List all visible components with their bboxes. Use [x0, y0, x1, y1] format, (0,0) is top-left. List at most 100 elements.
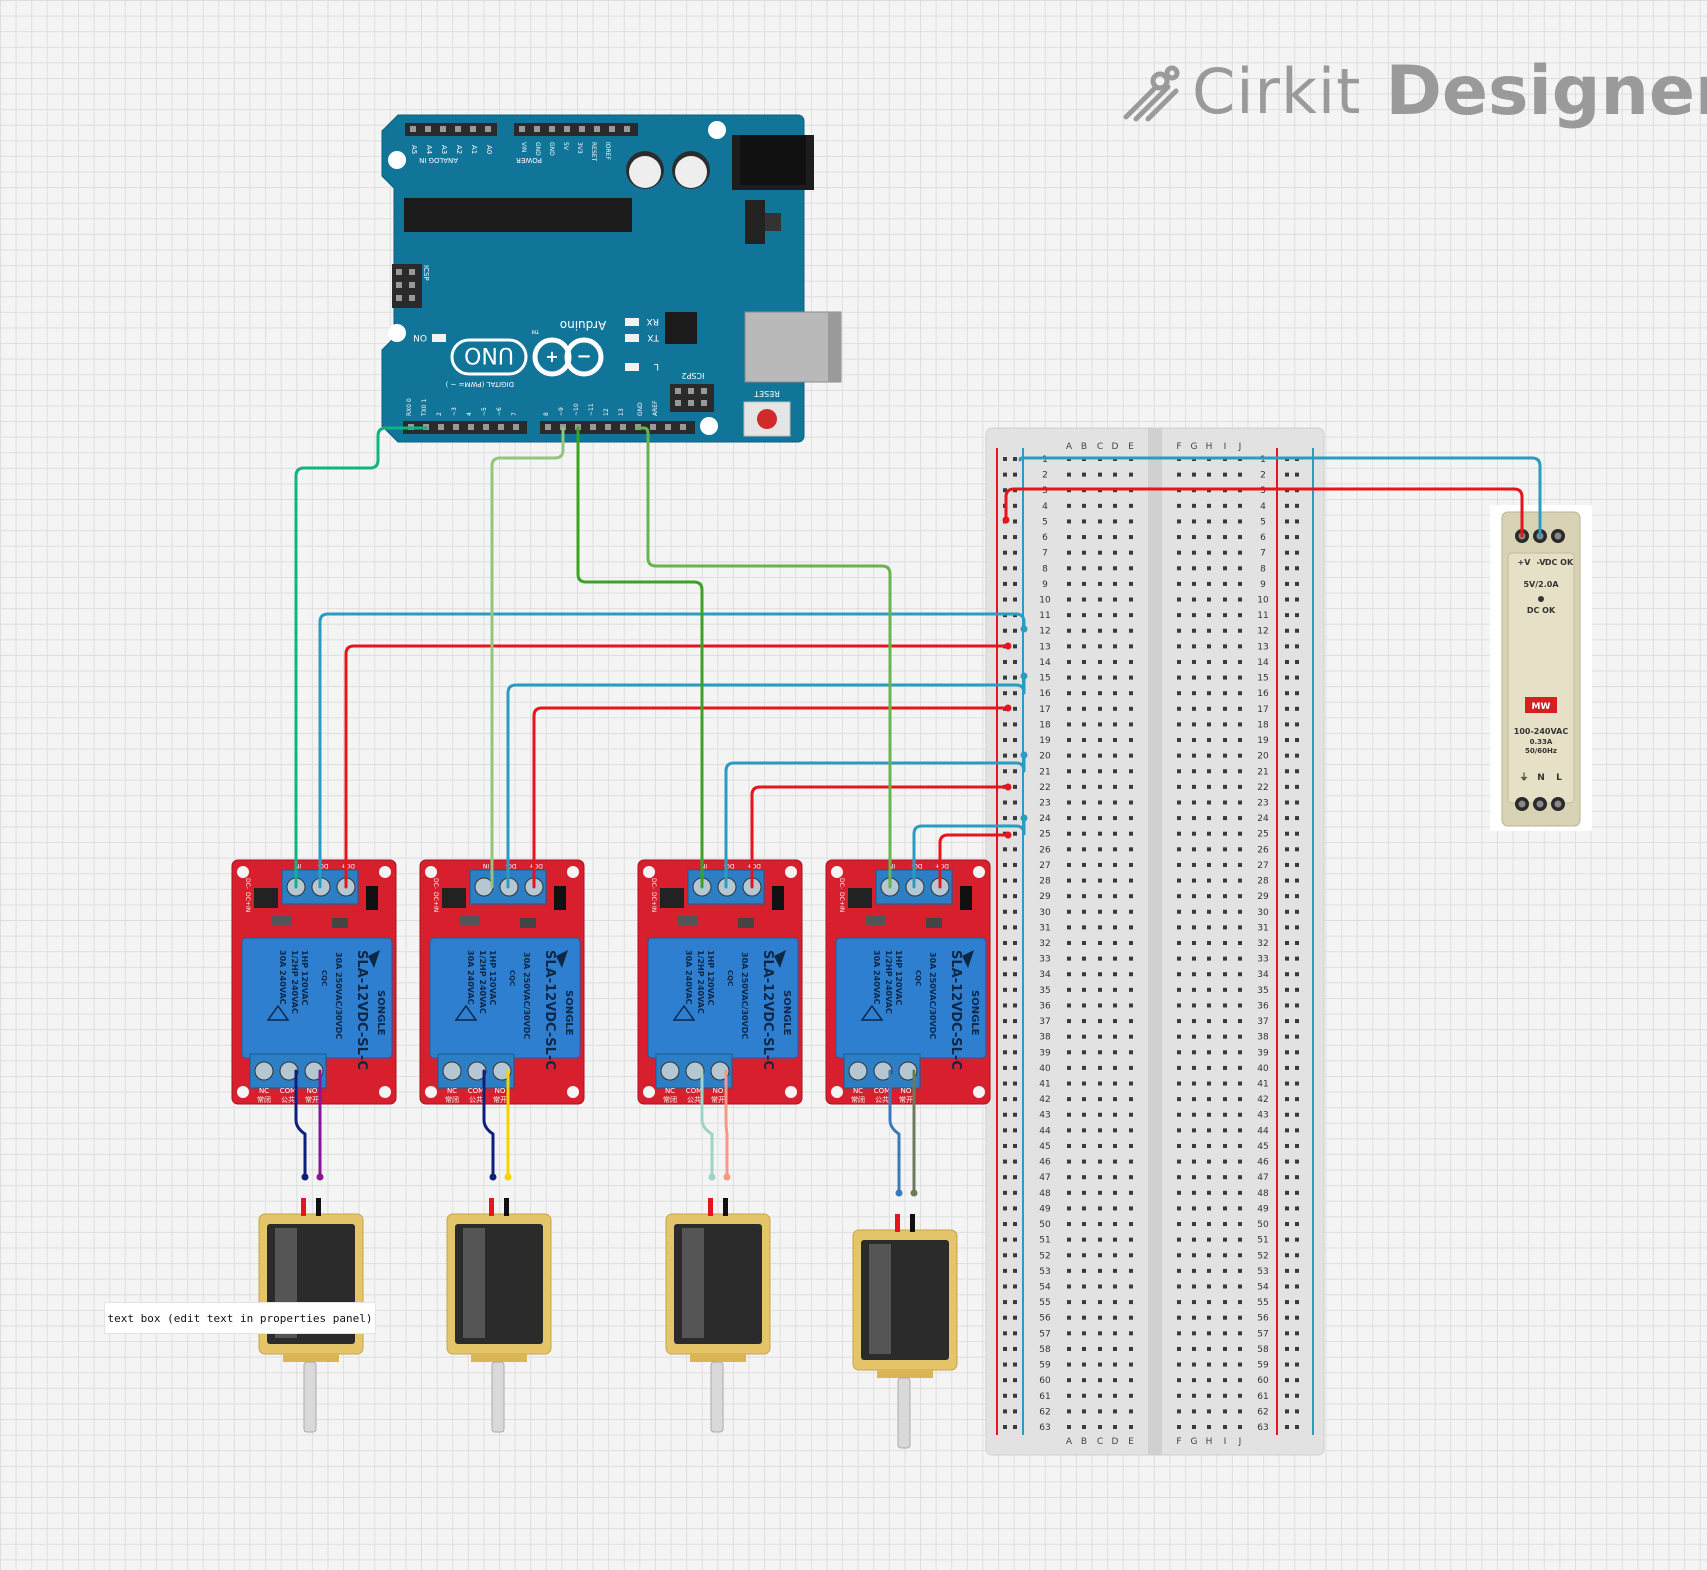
breadboard-hole [1067, 1175, 1071, 1180]
breadboard-hole [1192, 1378, 1196, 1383]
breadboard-hole [1113, 941, 1117, 945]
rail-hole [1295, 1190, 1299, 1195]
breadboard-hole [1177, 816, 1181, 821]
breadboard-hole [1082, 784, 1086, 789]
breadboard-hole [1207, 581, 1211, 586]
breadboard-hole [1067, 1253, 1071, 1258]
rail-hole [1013, 738, 1017, 743]
atmega-chip [404, 198, 632, 232]
relay-bottom-cn: 常开 [899, 1095, 913, 1104]
solenoid-lead-black [316, 1198, 321, 1216]
row-label-left: 34 [1039, 970, 1051, 980]
relay-pin-label: DC+ [935, 862, 949, 869]
breadboard-hole [1082, 675, 1086, 680]
row-label-left: 21 [1039, 767, 1050, 777]
breadboard-hole [1067, 987, 1071, 992]
breadboard-hole [1238, 1331, 1242, 1336]
breadboard-hole [1207, 831, 1211, 836]
breadboard-hole [1113, 581, 1117, 586]
breadboard-hole [1192, 691, 1196, 696]
row-label-left: 41 [1039, 1080, 1050, 1090]
breadboard-hole [1177, 847, 1181, 852]
rail-hole [1003, 847, 1007, 852]
power-pin-label: GND [548, 142, 555, 156]
breadboard-hole [1177, 1097, 1181, 1102]
brand-name-bold: Designer [1385, 52, 1707, 131]
breadboard-hole [1113, 566, 1117, 571]
rail-hole [1295, 909, 1299, 914]
solenoid-plunger [491, 1361, 505, 1433]
breadboard-hole [1129, 1050, 1133, 1055]
row-label-left: 37 [1039, 1017, 1050, 1027]
breadboard-hole [1192, 1175, 1196, 1180]
songle-logo-icon [774, 950, 786, 968]
rail-hole [1013, 1050, 1017, 1055]
relay-side-component [366, 886, 378, 910]
breadboard-hole [1098, 1346, 1102, 1351]
row-label-left: 15 [1039, 674, 1050, 684]
breadboard-hole [1223, 628, 1227, 633]
rail-hole [1003, 1159, 1007, 1164]
row-label-right: 30 [1257, 908, 1269, 918]
row-label-left: 9 [1042, 580, 1048, 590]
breadboard-hole [1113, 738, 1117, 743]
breadboard-hole [1113, 925, 1117, 930]
breadboard-hole [1067, 535, 1071, 540]
rail-hole [1003, 1315, 1007, 1320]
row-label-right: 18 [1257, 720, 1269, 730]
rail-hole [1013, 1346, 1017, 1351]
row-label-right: 29 [1257, 892, 1269, 902]
rail-hole [1295, 1425, 1299, 1429]
breadboard-hole [1238, 1268, 1242, 1273]
rail-hole [1285, 1206, 1289, 1211]
digital-pin-label: TX0 1 [421, 399, 428, 418]
rail-hole [1285, 644, 1289, 649]
rail-hole [1013, 597, 1017, 602]
analog-label: ANALOG IN [419, 156, 458, 164]
rail-hole [1285, 894, 1289, 899]
breadboard-hole [1223, 1128, 1227, 1133]
rail-hole [1295, 503, 1299, 508]
breadboard-hole [1192, 1346, 1196, 1351]
text-box[interactable]: text box (edit text in properties panel) [104, 1302, 376, 1334]
rail-hole [1285, 1034, 1289, 1039]
breadboard-hole [1098, 816, 1102, 821]
breadboard-hole [1098, 1331, 1102, 1336]
breadboard-hole [1129, 519, 1133, 524]
row-label-right: 3 [1260, 486, 1266, 496]
row-label-left: 48 [1039, 1189, 1051, 1199]
rail-hole [1013, 1300, 1017, 1305]
rail-hole [1285, 1143, 1289, 1148]
breadboard-hole [1238, 1003, 1242, 1008]
breadboard-hole [1098, 941, 1102, 945]
rail-hole [1285, 1315, 1289, 1320]
column-label-bottom: D [1112, 1437, 1119, 1447]
rail-hole [1285, 1300, 1289, 1305]
row-label-left: 46 [1039, 1158, 1051, 1168]
breadboard-hole [1223, 581, 1227, 586]
breadboard-hole [1082, 1315, 1086, 1320]
breadboard-hole [1223, 659, 1227, 664]
breadboard-hole [1207, 1175, 1211, 1180]
rail-hole [1295, 722, 1299, 727]
breadboard-hole [1223, 1050, 1227, 1055]
breadboard-hole [1113, 535, 1117, 540]
breadboard-hole [1177, 800, 1181, 805]
row-label-right: 57 [1257, 1329, 1268, 1339]
breadboard-hole [1082, 831, 1086, 836]
breadboard-hole [1223, 1190, 1227, 1195]
relay-rating4: 1/2HP 240VAC [290, 950, 299, 1014]
breadboard-hole [1067, 1143, 1071, 1148]
breadboard-hole [1113, 1378, 1117, 1383]
wires[interactable] [294, 426, 1542, 1197]
relay-cqc: CQC [726, 970, 734, 986]
row-label-left: 58 [1039, 1345, 1051, 1355]
breadboard-hole [1223, 1065, 1227, 1070]
regulator-tab [765, 213, 781, 231]
wire-endpoint [1020, 625, 1028, 633]
